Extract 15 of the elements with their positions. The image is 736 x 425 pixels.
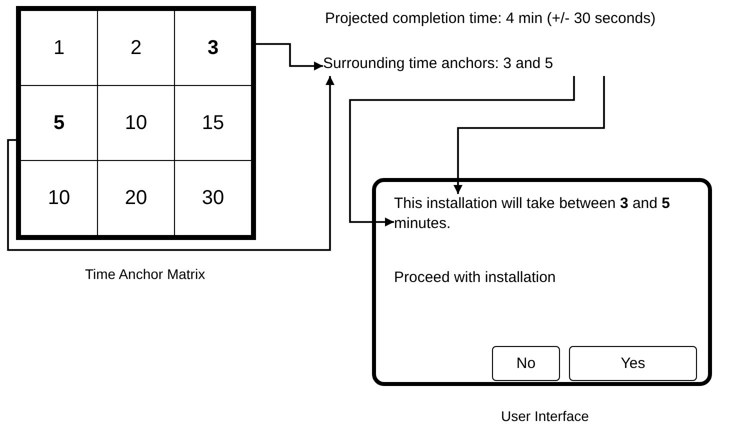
arrow xyxy=(454,76,605,194)
matrix-caption: Time Anchor Matrix xyxy=(85,266,206,282)
estimate-note: Projected completion time: 4 min (+/- 30 seconds) xyxy=(325,10,656,27)
yes-button: Yes xyxy=(569,346,697,381)
matrix-cell: 10 xyxy=(20,160,98,236)
anchor-note: Surrounding time anchors: 3 and 5 xyxy=(323,54,585,76)
no-button: No xyxy=(492,346,560,381)
matrix-cell: 30 xyxy=(174,160,252,236)
matrix-cell: 1 xyxy=(20,10,98,86)
arrow xyxy=(349,76,575,226)
dialog-caption: User Interface xyxy=(501,408,589,424)
arrow xyxy=(7,76,334,251)
dialog-prompt: Proceed with installation xyxy=(394,268,694,290)
dialog-message: This installation will take between 3 and 5 minutes. xyxy=(394,194,694,238)
matrix-cell: 3 xyxy=(174,10,252,86)
